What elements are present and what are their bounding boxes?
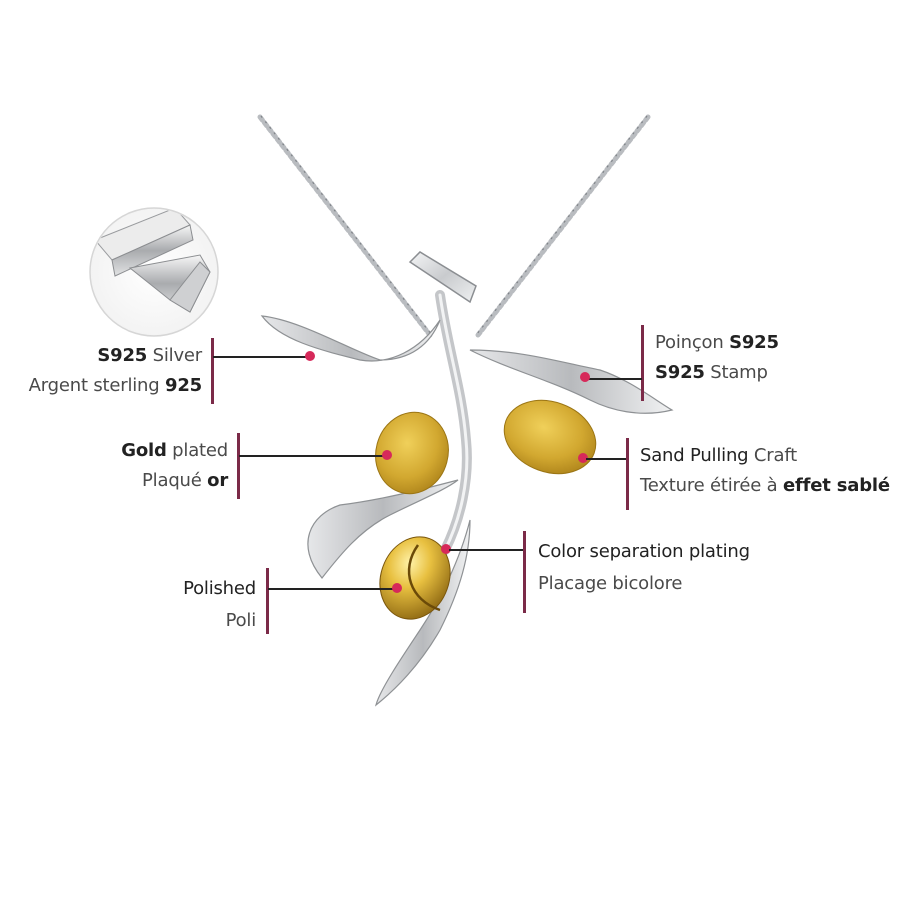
callout-polished: Polished Poli — [183, 578, 256, 631]
marker-dot — [580, 372, 590, 382]
connector-line — [449, 549, 525, 551]
callout-sand-pulling: Sand Pulling Craft Texture étirée à effe… — [640, 445, 890, 496]
accent-bar — [266, 568, 269, 634]
accent-bar — [237, 433, 240, 499]
marker-dot — [305, 351, 315, 361]
connector-line — [239, 455, 385, 457]
callout-color-separation: Color separation plating Placage bicolor… — [538, 541, 750, 594]
connector-line — [586, 458, 628, 460]
callout-stamp: Poinçon S925 S925 Stamp — [655, 332, 779, 383]
marker-dot — [578, 453, 588, 463]
connector-line — [588, 378, 642, 380]
accent-bar — [211, 338, 214, 404]
marker-dot — [392, 583, 402, 593]
marker-dot — [441, 544, 451, 554]
accent-bar — [626, 438, 629, 510]
marker-dot — [382, 450, 392, 460]
chain — [257, 114, 651, 338]
silver-bars-icon — [89, 207, 219, 337]
accent-bar — [523, 531, 526, 613]
accent-bar — [641, 325, 644, 401]
connector-line — [213, 356, 309, 358]
connector-line — [268, 588, 394, 590]
callout-silver: S925 Silver Argent sterling 925 — [28, 345, 203, 396]
callout-gold: Gold plated Plaqué or — [121, 440, 228, 491]
